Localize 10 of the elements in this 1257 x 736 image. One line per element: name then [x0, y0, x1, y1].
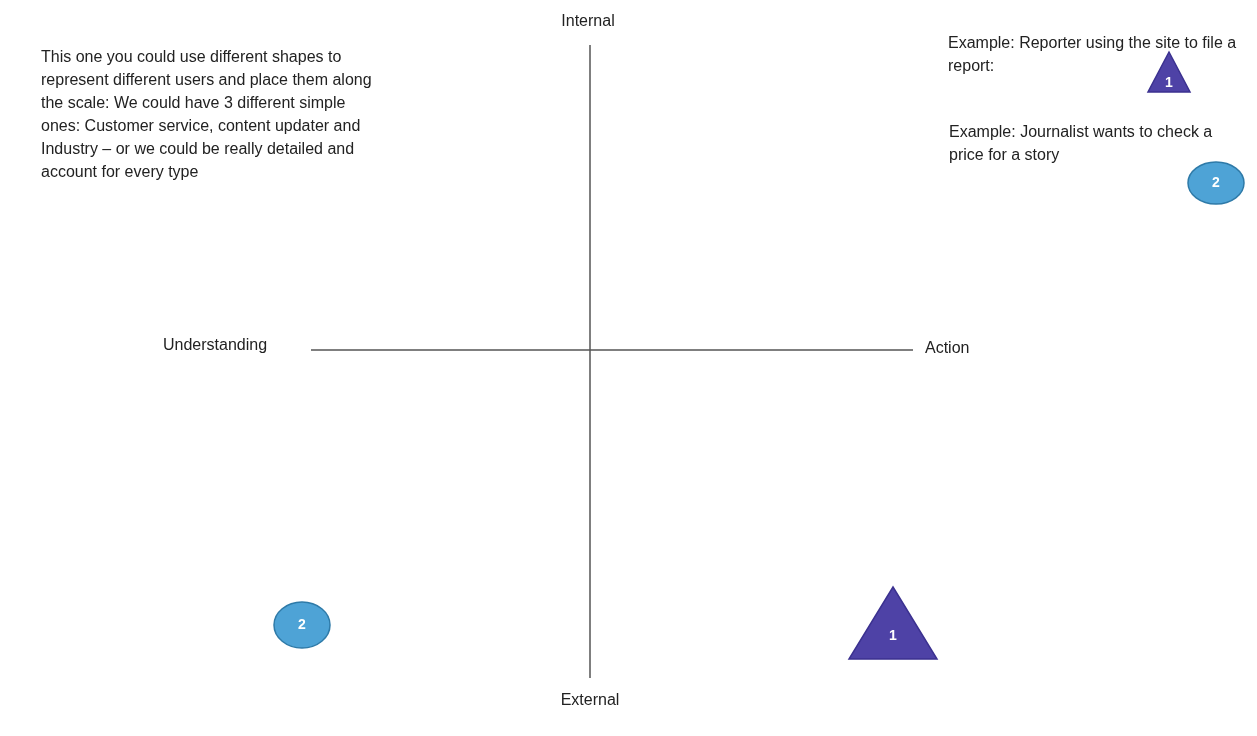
circle-marker: 2	[1188, 162, 1244, 204]
axis-label: Action	[925, 338, 971, 358]
axis-label: Internal	[560, 11, 616, 31]
note-text: This one you could use different shapes to represent different users and place them along the scale: We could have 3 different simple ones: Customer service, content updater and Industry – or we could be really detailed and account for every type	[41, 47, 373, 182]
axis-label: Understanding	[161, 335, 269, 355]
triangle-marker: 1	[849, 587, 937, 659]
circle-marker: 2	[274, 602, 330, 648]
axis-label: External	[559, 690, 621, 710]
triangle-marker: 1	[1148, 52, 1190, 92]
example-text: Example: Journalist wants to check a price for a story	[949, 122, 1214, 165]
